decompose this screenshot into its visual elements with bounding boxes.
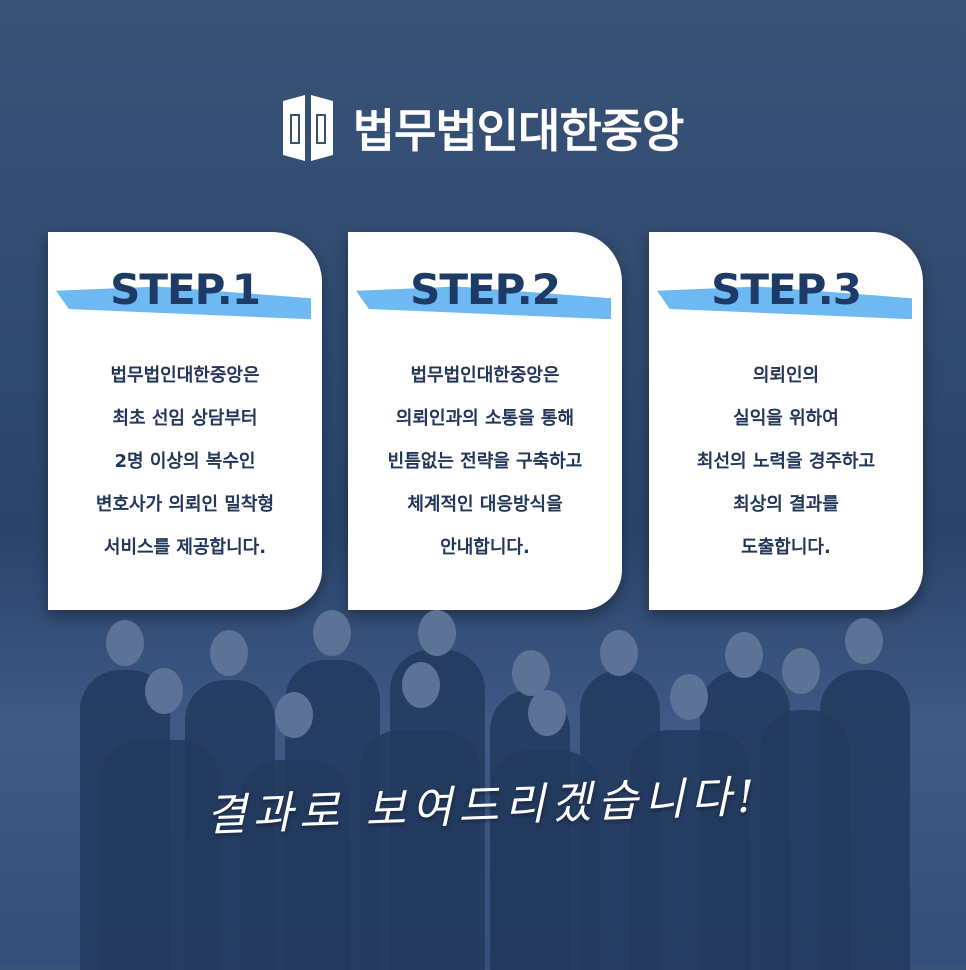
team-photo	[70, 610, 920, 970]
step-text: 법무법인대한중앙은	[410, 365, 560, 386]
brand-logo: 법무법인대한중앙	[0, 95, 966, 161]
step-text: 최초 선임 상담부터	[112, 408, 258, 429]
step-text: 의뢰인과의 소통을 통해	[395, 408, 575, 429]
step-title: STEP.3	[711, 265, 862, 314]
brand-name: 법무법인대한중앙	[352, 104, 685, 158]
step-text: 의뢰인의	[752, 365, 820, 386]
step-title: STEP.1	[110, 265, 261, 314]
step-text: 안내합니다.	[440, 537, 530, 558]
step-card-3: STEP.3 의뢰인의 실익을 위하여 최선의 노력을 경주하고 최상의 결과를…	[649, 232, 923, 610]
step-text: 체계적인 대응방식을	[407, 494, 563, 515]
step-text: 최선의 노력을 경주하고	[696, 451, 876, 472]
step-text: 도출합니다.	[741, 537, 831, 558]
step-text: 법무법인대한중앙은	[110, 365, 260, 386]
step-title: STEP.2	[410, 265, 561, 314]
step-text: 최상의 결과를	[733, 494, 839, 515]
step-text: 서비스를 제공합니다.	[103, 537, 267, 558]
step-text: 변호사가 의뢰인 밀착형	[95, 494, 275, 515]
step-text: 실익을 위하여	[733, 408, 839, 429]
book-logo-icon	[282, 95, 333, 161]
step-text: 빈틈없는 전략을 구축하고	[387, 451, 583, 472]
step-card-1: STEP.1 법무법인대한중앙은 최초 선임 상담부터 2명 이상의 복수인 변…	[48, 232, 322, 610]
step-text: 2명 이상의 복수인	[114, 451, 256, 472]
step-card-2: STEP.2 법무법인대한중앙은 의뢰인과의 소통을 통해 빈틈없는 전략을 구…	[348, 232, 622, 610]
